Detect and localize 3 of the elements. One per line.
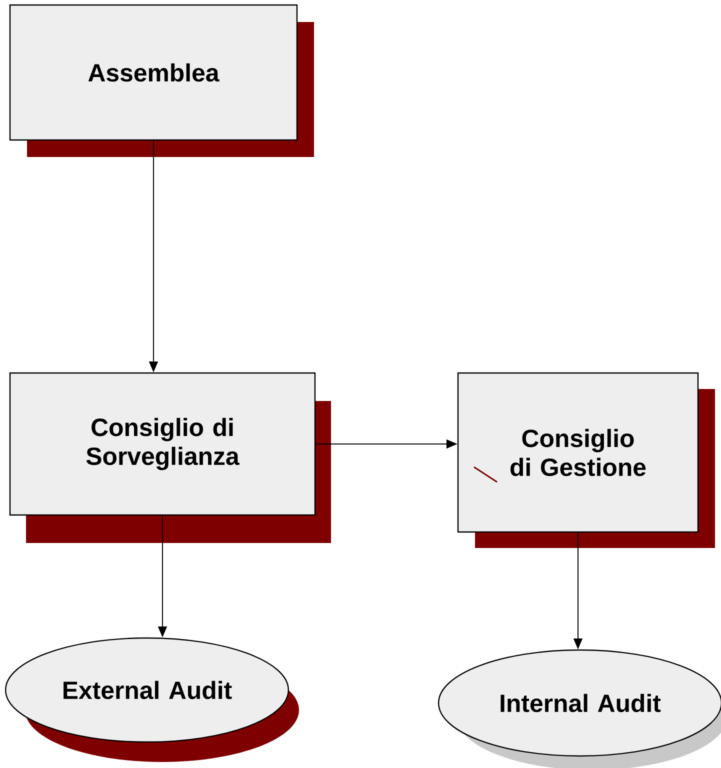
- org-box: Consiglio di Sorveglianza: [9, 372, 331, 543]
- org-box: Assemblea: [9, 4, 314, 157]
- org-box: Consiglio di Gestione: [457, 372, 715, 548]
